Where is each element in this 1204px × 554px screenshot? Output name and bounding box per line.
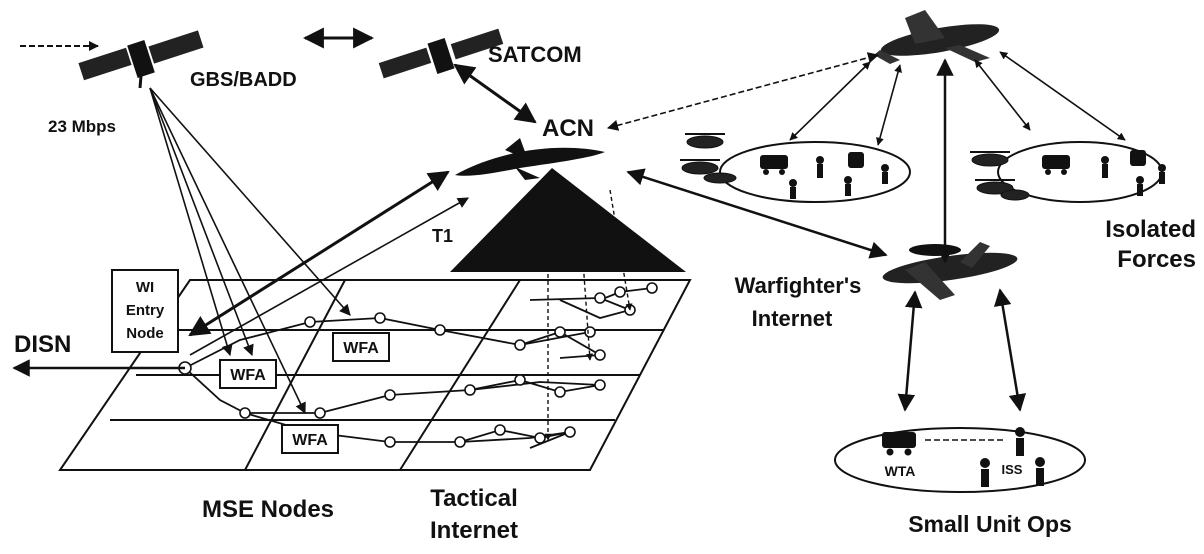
wfa-box-2 <box>219 359 277 389</box>
small-unit-ops-label: Small Unit Ops <box>908 511 1072 537</box>
wfa-label-1: WFA <box>343 340 379 357</box>
wfa-box-1 <box>332 332 390 362</box>
command-aircraft-icon <box>874 10 1000 64</box>
small-unit-icons <box>882 427 1045 487</box>
acn-aircraft-icon <box>455 138 605 180</box>
wi-entry-label-2: Entry <box>126 302 165 319</box>
warfighter-internet-label-2: Internet <box>752 306 833 331</box>
wi-entry-label-1: WI <box>136 279 154 296</box>
warfighter-internet-label-1: Warfighter's <box>735 273 862 298</box>
gbs-badd-label: GBS/BADD <box>190 69 297 91</box>
rate-label: 23 Mbps <box>48 117 116 136</box>
ground-coverage-cone <box>450 168 686 272</box>
isolated-forces-label-2: Forces <box>1117 246 1196 273</box>
wta-label: WTA <box>885 463 916 479</box>
mse-nodes-label: MSE Nodes <box>202 496 334 523</box>
disn-label: DISN <box>14 331 71 358</box>
t1-label: T1 <box>432 226 453 246</box>
awacs-aircraft-icon <box>882 242 1018 300</box>
tactical-internet-label-2: Internet <box>430 517 518 544</box>
forces-links <box>789 51 1126 412</box>
forces-ellipse-left <box>719 141 911 203</box>
isolated-forces-label-1: Isolated <box>1105 216 1196 243</box>
wfa-label-3: WFA <box>292 432 328 449</box>
tactical-internet-label-1: Tactical <box>430 485 518 512</box>
cone-downlinks <box>544 189 633 441</box>
iss-label: ISS <box>1002 462 1023 477</box>
ground-forces-icons <box>760 150 1166 199</box>
acn-label: ACN <box>542 115 594 142</box>
acn-links <box>188 52 888 356</box>
satcom-satellite-icon <box>378 28 504 79</box>
satcom-label: SATCOM <box>488 42 582 67</box>
small-unit-ellipse <box>834 427 1086 493</box>
wfa-box-3 <box>281 424 339 454</box>
gbs-badd-satellite-icon <box>78 30 204 89</box>
helicopter-icons <box>680 133 1030 201</box>
wi-entry-node-box <box>111 269 179 353</box>
wfa-label-2: WFA <box>230 367 266 384</box>
wi-entry-label-3: Node <box>126 325 164 342</box>
